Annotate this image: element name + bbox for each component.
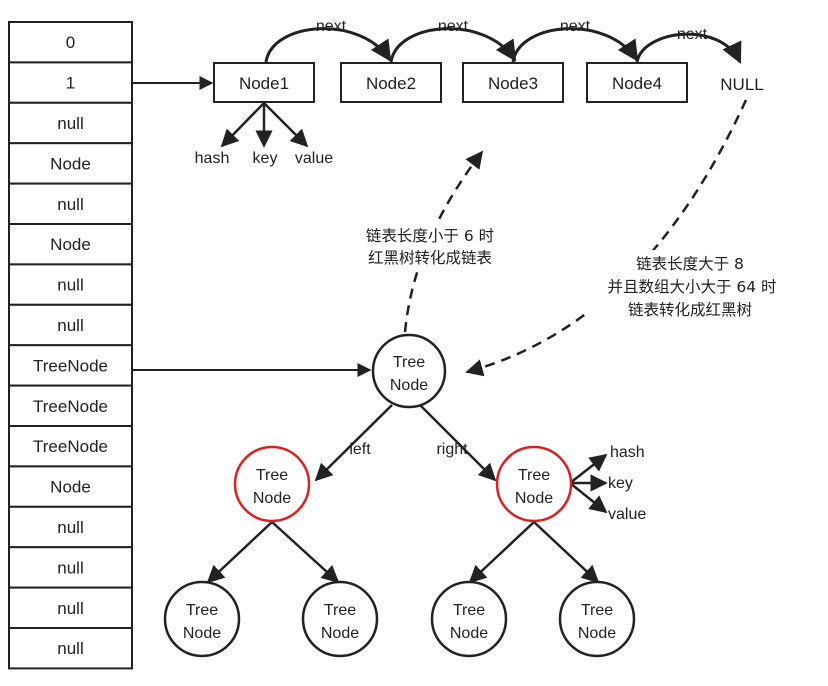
null-terminal: NULL xyxy=(720,75,763,94)
bucket-cell-label: null xyxy=(57,195,83,214)
next-arrow-2 xyxy=(389,27,517,63)
tree-left-child-label-line-1: Tree xyxy=(256,467,288,484)
field-hash: hash xyxy=(195,150,230,167)
next-arrow-4 xyxy=(635,32,742,64)
bucket-cell xyxy=(8,21,133,64)
bucket-cell xyxy=(8,546,133,589)
left-label: left xyxy=(349,441,371,458)
bucket-cell-label: null xyxy=(57,599,83,618)
list-node-3-label: Node3 xyxy=(488,74,538,93)
tree-leaf-4-label-line-1: Tree xyxy=(581,602,613,619)
bucket-cell xyxy=(8,425,133,468)
next-arrow-1 xyxy=(264,27,392,63)
tree-leaf-3-label-line-2: Node xyxy=(450,625,488,642)
linked-list: Node1 Node2 Node3 Node4 NULL next next n… xyxy=(213,18,764,103)
tree-leaf-2 xyxy=(301,580,379,658)
list-node-1 xyxy=(213,62,315,103)
bucket-cell-label: null xyxy=(57,558,83,577)
tree-right-child xyxy=(495,445,573,523)
list-node-2 xyxy=(340,62,442,103)
tree-root-label-line-1: Tree xyxy=(393,354,425,371)
bucket-cell-label: null xyxy=(57,639,83,658)
bucket-cell-label: 0 xyxy=(66,33,75,52)
field-value: value xyxy=(295,150,333,167)
tree-left-child xyxy=(233,445,311,523)
bucket-cell xyxy=(8,223,133,266)
field-key: key xyxy=(253,150,278,167)
tree-leaf-1-label-line-1: Tree xyxy=(186,602,218,619)
next-arrow-3 xyxy=(511,27,639,63)
list-node-1-label: Node1 xyxy=(239,74,289,93)
tree-field-hash: hash xyxy=(610,444,645,461)
bucket-cell xyxy=(8,142,133,185)
tree-edges: left right hash key value xyxy=(206,404,646,584)
node1-fields: hash key value xyxy=(195,102,333,167)
bucket-cell-label: TreeNode xyxy=(33,397,108,416)
list-node-4-label: Node4 xyxy=(612,74,662,93)
list-node-4 xyxy=(586,62,688,103)
tree-root-label-line-2: Node xyxy=(390,377,428,394)
bucket-cell xyxy=(8,303,133,347)
list-node-3 xyxy=(462,62,564,103)
tree-leaf-2-label-line-1: Tree xyxy=(324,602,356,619)
bucket-cell-label: Node xyxy=(50,154,91,173)
to-tree-annotation: 链表长度大于 8 并且数组大小大于 64 时 链表转化成红黑树 xyxy=(588,250,798,322)
tree-field-value: value xyxy=(608,506,646,523)
tree-leaf-3 xyxy=(430,580,508,658)
bucket-cell-label: Node xyxy=(50,235,91,254)
tree-leaf-1 xyxy=(163,580,241,658)
bucket-cell-label: TreeNode xyxy=(33,356,108,375)
next-label-3: next xyxy=(560,18,591,35)
tree-field-key: key xyxy=(608,475,633,492)
tree-left-child-label-line-2: Node xyxy=(253,490,291,507)
bucket-cell-label: null xyxy=(57,316,83,335)
tree-leaf-2-label-line-2: Node xyxy=(321,625,359,642)
to-list-line-1: 链表长度小于 6 时 xyxy=(366,227,494,245)
next-label-2: next xyxy=(438,18,469,35)
bucket-cell xyxy=(8,61,133,104)
bucket-cell-label: TreeNode xyxy=(33,437,108,456)
bucket-cell-label: null xyxy=(57,114,83,133)
tree-leaf-4 xyxy=(558,580,636,658)
to-list-line-2: 红黑树转化成链表 xyxy=(368,249,492,267)
right-label: right xyxy=(436,441,468,458)
tree-leaf-4-label-line-2: Node xyxy=(578,625,616,642)
tree-root xyxy=(371,333,447,409)
bucket-cell-label: null xyxy=(57,518,83,537)
to-tree-line-3: 链表转化成红黑树 xyxy=(628,301,752,319)
bucket-cell xyxy=(8,384,133,428)
next-label-4: next xyxy=(677,26,708,43)
list-node-2-label: Node2 xyxy=(366,74,416,93)
tree-leaf-1-label-line-2: Node xyxy=(183,625,221,642)
bucket-cell xyxy=(8,627,133,670)
to-list-annotation: 链表长度小于 6 时 红黑树转化成链表 xyxy=(340,222,518,270)
bucket-cell xyxy=(8,465,133,508)
bucket-cell-label: null xyxy=(57,276,83,295)
bucket-array: 01nullNodenullNodenullnullTreeNodeTreeNo… xyxy=(8,21,133,670)
to-tree-line-1: 链表长度大于 8 xyxy=(636,255,744,273)
tree-right-child-label-line-1: Tree xyxy=(518,467,550,484)
bucket-cell-label: Node xyxy=(50,478,91,497)
to-tree-line-2: 并且数组大小大于 64 时 xyxy=(607,278,776,296)
bucket-cell-label: 1 xyxy=(66,74,75,93)
tree-right-child-label-line-2: Node xyxy=(515,490,553,507)
red-black-tree: TreeNodeTreeNodeTreeNodeTreeNodeTreeNode… xyxy=(163,333,636,658)
next-label-1: next xyxy=(316,18,347,35)
tree-leaf-3-label-line-1: Tree xyxy=(453,602,485,619)
